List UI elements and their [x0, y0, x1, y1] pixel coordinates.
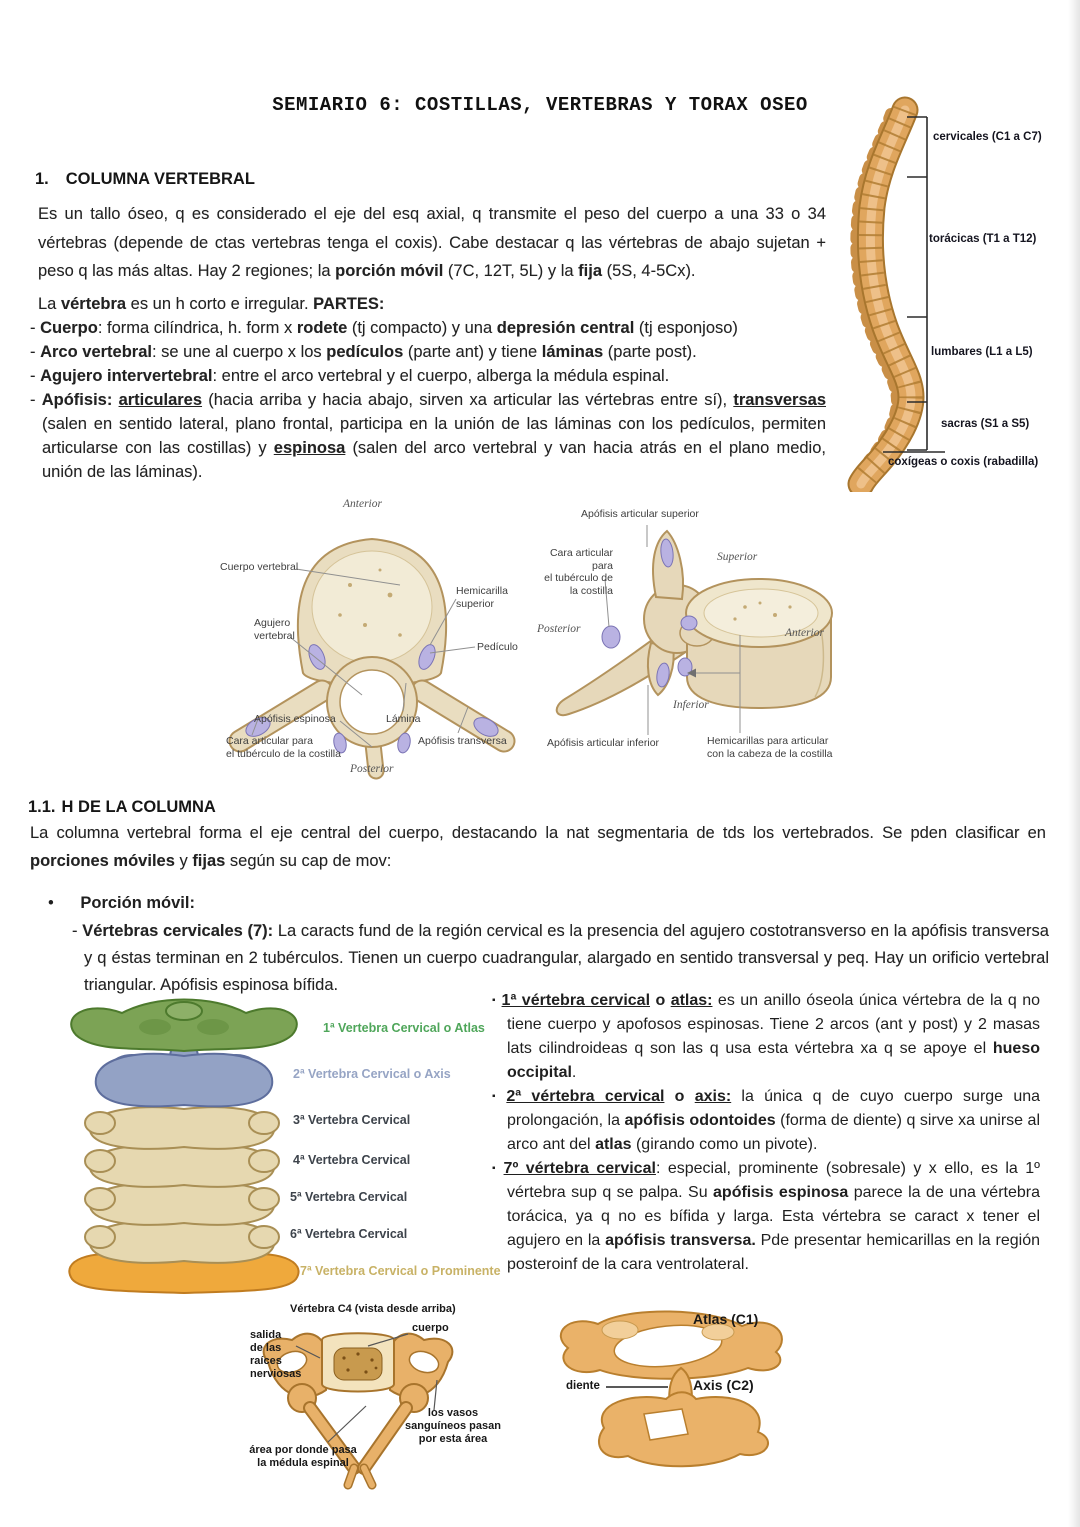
- stack-label-c4: 4ª Vertebra Cervical: [293, 1153, 411, 1167]
- c4-title: Vértebra C4 (vista desde arriba): [290, 1303, 456, 1315]
- square-bullet: ▪: [492, 1163, 499, 1174]
- atlas-axis-illustration: [559, 1310, 783, 1468]
- label-axis-c2: Axis (C2): [693, 1377, 754, 1393]
- bullet-item-atlas: ▪ 1ª vértebra cervical o atlas: es un ani…: [492, 989, 1040, 1085]
- list-item-arco: - Arco vertebral: se une al cuerpo x los…: [30, 343, 697, 361]
- label-medula: área por donde pasa la médula espinal: [249, 1444, 357, 1469]
- round-bullet: •: [48, 894, 54, 912]
- label-cara-articular: Cara articular para el tubérculo de la c…: [544, 547, 613, 597]
- spine-illustration: [847, 96, 945, 498]
- label-anterior: Anterior: [785, 627, 824, 639]
- section11-number: 1.1.: [28, 798, 56, 816]
- label-posterior: Posterior: [537, 623, 581, 635]
- label-inferior: Inferior: [673, 699, 709, 711]
- bullet-text: 7º vértebra cervical: especial, prominen…: [503, 1160, 1041, 1273]
- vertebra-side-illustration: [555, 525, 833, 735]
- label-hemicarillas: Hemicarillas para articular con la cabez…: [707, 735, 833, 760]
- label-atlas-c1: Atlas (C1): [693, 1311, 759, 1327]
- section11-heading-text: H DE LA COLUMNA: [61, 798, 216, 816]
- articular-facets: [245, 644, 499, 754]
- vertebra-top-figure: Anterior Cuerpo vertebral Agujero verteb…: [200, 495, 540, 785]
- label-apofisis-articular-inferior: Apófisis articular inferior: [547, 737, 660, 749]
- label-vasos: los vasos sanguíneos pasan por esta área: [405, 1407, 501, 1445]
- page-title: SEMIARIO 6: COSTILLAS, VERTEBRAS Y TORAX…: [272, 94, 808, 116]
- spine-label-sacras: sacras (S1 a S5): [941, 418, 1030, 430]
- spine-label-lumbares: lumbares (L1 a L5): [931, 346, 1033, 358]
- c4-illustration: [262, 1332, 454, 1490]
- vertebra-top-illustration: [228, 537, 516, 780]
- leader-lines: [251, 568, 476, 748]
- porcion-movil-label: Porción móvil:: [80, 894, 195, 912]
- label-superior: Superior: [717, 551, 758, 563]
- label-cuerpo: cuerpo: [412, 1322, 449, 1334]
- c4-figure: Vértebra C4 (vista desde arriba) salida …: [243, 1303, 513, 1493]
- vertebras-cervicales-item: - Vértebras cervicales (7): La caracts f…: [72, 922, 1049, 994]
- spine-label-coxigeas: coxígeas o coxis (rabadilla): [888, 456, 1039, 468]
- label-salida-raices: salida de las raíces nerviosas: [250, 1329, 302, 1380]
- section11-intro: La columna vertebral forma el eje centra…: [30, 824, 1046, 870]
- spine-label-cervicales: cervicales (C1 a C7): [933, 131, 1042, 143]
- label-pediculo: Pedículo: [477, 641, 518, 653]
- section11-heading: 1.1. H DE LA COLUMNA: [28, 798, 216, 817]
- stack-label-c5: 5ª Vertebra Cervical: [290, 1190, 408, 1204]
- stack-label-c1: 1ª Vertebra Cervical o Atlas: [323, 1021, 485, 1035]
- list-item-cuerpo: - Cuerpo: forma cilíndrica, h. form x ro…: [30, 319, 738, 337]
- stack-label-c7: 7ª Vertebra Cervical o Prominente: [300, 1264, 501, 1278]
- vertebra-side-figure: Apófisis articular superior Cara articul…: [535, 495, 925, 785]
- stack-label-c2: 2ª Vertebra Cervical o Axis: [293, 1067, 451, 1081]
- bullet-item-axis: ▪ 2ª vértebra cervical o axis: la única q…: [492, 1085, 1040, 1157]
- section1-partes-block: La vértebra es un h corto e irregular. P…: [30, 292, 826, 484]
- partes-intro: La vértebra es un h corto e irregular. P…: [38, 295, 385, 313]
- stack-label-c3: 3ª Vertebra Cervical: [293, 1113, 411, 1127]
- square-bullet: ▪: [492, 1091, 502, 1102]
- porcion-movil-bullet: • Porción móvil:: [48, 894, 195, 913]
- label-apofisis-articular-superior: Apófisis articular superior: [581, 508, 699, 520]
- list-item-agujero: - Agujero intervertebral: entre el arco …: [30, 367, 670, 385]
- label-cuerpo-vertebral: Cuerpo vertebral: [220, 561, 299, 573]
- label-cara-articular: Cara articular para el tubérculo de la c…: [226, 735, 341, 760]
- square-bullet: ▪: [492, 995, 497, 1006]
- cervical-bullet-list: ▪ 1ª vértebra cervical o atlas: es un ani…: [492, 989, 1040, 1277]
- label-hemicarilla-superior: Hemicarilla superior: [456, 585, 508, 610]
- label-anterior: Anterior: [343, 498, 382, 510]
- label-diente: diente: [566, 1380, 600, 1392]
- scan-edge-shadow: [1068, 0, 1080, 1527]
- bullet-text: 2ª vértebra cervical o axis: la única q …: [506, 1088, 1041, 1153]
- articular-facets: [601, 538, 698, 688]
- list-item-apofisis: - Apófisis: articulares (hacia arriba y …: [30, 391, 826, 481]
- section1-heading-text: COLUMNA VERTEBRAL: [65, 170, 255, 188]
- label-agujero-vertebral: Agujero vertebral: [254, 617, 295, 642]
- label-posterior: Posterior: [350, 763, 394, 775]
- spine-figure: cervicales (C1 a C7) torácicas (T1 a T12…: [845, 92, 1080, 498]
- leader-lines: [295, 1333, 438, 1443]
- spine-bracket: [883, 116, 945, 453]
- label-lamina: Lámina: [386, 713, 421, 725]
- leader-lines: [604, 525, 741, 735]
- cervical-stack-illustration: [68, 998, 300, 1295]
- axis-shape: [598, 1366, 769, 1468]
- spine-label-toracicas: torácicas (T1 a T12): [929, 233, 1037, 245]
- section1-intro: Es un tallo óseo, q es considerado el ej…: [38, 205, 826, 280]
- label-apofisis-espinosa: Apófisis espinosa: [254, 713, 336, 725]
- stack-label-c6: 6ª Vertebra Cervical: [290, 1227, 408, 1241]
- cervical-stack-figure: 1ª Vertebra Cervical o Atlas 2ª Vertebra…: [60, 995, 501, 1305]
- label-apofisis-transversa: Apófisis transversa: [418, 735, 507, 747]
- bullet-text: 1ª vértebra cervical o atlas: es un anil…: [501, 992, 1041, 1081]
- atlas-shape: [559, 1310, 783, 1380]
- section1-heading: 1. COLUMNA VERTEBRAL: [35, 170, 255, 189]
- atlas-axis-figure: Atlas (C1) diente Axis (C2): [540, 1302, 880, 1487]
- bullet-item-c7: ▪ 7º vértebra cervical: especial, promine…: [492, 1157, 1040, 1277]
- section1-number: 1.: [35, 170, 49, 188]
